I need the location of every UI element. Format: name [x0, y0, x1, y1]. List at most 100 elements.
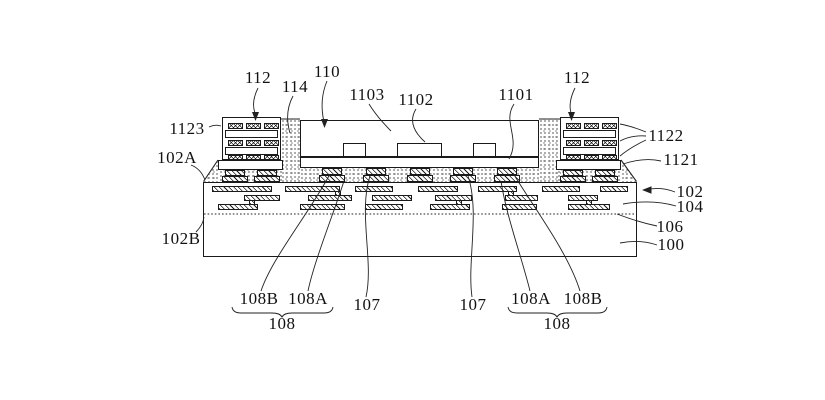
- underfill-left-fillet: [203, 160, 218, 182]
- left-stack-layer: [225, 147, 278, 155]
- bump-lower-bar: [450, 175, 476, 182]
- trace-bar: [212, 186, 272, 192]
- right-stack-electrode: [602, 155, 617, 160]
- trace-bar: [218, 204, 258, 210]
- right-stack-electrode: [584, 123, 599, 129]
- ref-label-112-left: 112: [244, 68, 272, 87]
- ref-label-104: 104: [676, 197, 704, 216]
- trace-bar: [502, 204, 537, 210]
- ref-label-100: 100: [657, 235, 685, 254]
- ref-label-1103: 1103: [349, 85, 385, 104]
- underfill-between-die-and-right-stack: [539, 119, 561, 182]
- left-stack-electrode: [264, 123, 279, 129]
- die-device: [397, 143, 442, 157]
- left-stack-electrode: [246, 140, 261, 146]
- ref-label-102b: 102B: [161, 229, 201, 248]
- ref-label-1121: 1121: [663, 150, 699, 169]
- leader-112-left: [253, 87, 259, 114]
- bump-upper-bar: [410, 168, 430, 175]
- arrowhead-102: [642, 186, 652, 194]
- die-device: [473, 143, 496, 157]
- ref-label-108-left: 108: [268, 314, 296, 333]
- ref-label-114: 114: [281, 77, 309, 96]
- die-interconnect-layer: [300, 157, 539, 168]
- bump-lower-bar: [319, 175, 345, 182]
- trace-bar: [568, 195, 598, 201]
- ref-label-1101: 1101: [498, 85, 534, 104]
- bump-lower-bar: [363, 175, 389, 182]
- right-stack-electrode: [584, 155, 599, 160]
- trace-bar: [308, 195, 352, 201]
- leader-110: [321, 80, 328, 123]
- left-stack-electrode: [228, 123, 243, 129]
- via: [508, 191, 514, 196]
- left-stack-electrode: [228, 155, 243, 160]
- ref-label-112-right: 112: [563, 68, 591, 87]
- left-stack-base-plate: [218, 160, 283, 170]
- ref-label-108b-left: 108B: [239, 289, 279, 308]
- ref-label-108a-left: 108A: [288, 289, 328, 308]
- ref-label-102a: 102A: [157, 148, 197, 167]
- bump-upper-bar: [453, 168, 473, 175]
- bump-lower-bar: [560, 176, 586, 182]
- left-stack-layer: [225, 130, 278, 138]
- right-stack-electrode: [584, 140, 599, 146]
- right-stack-electrode: [566, 123, 581, 129]
- right-stack-electrode: [602, 140, 617, 146]
- right-stack-electrode: [602, 123, 617, 129]
- bump-upper-bar: [322, 168, 342, 175]
- substrate-body: [203, 182, 637, 257]
- trace-bar: [430, 204, 470, 210]
- die-device: [343, 143, 366, 157]
- bump-upper-bar: [366, 168, 386, 175]
- left-stack-electrode: [264, 140, 279, 146]
- leader-1123: [208, 124, 222, 128]
- trace-bar: [542, 186, 580, 192]
- ref-label-110: 110: [313, 62, 341, 81]
- right-stack-electrode: [566, 140, 581, 146]
- ref-label-107-left: 107: [353, 295, 381, 314]
- left-stack-electrode: [228, 140, 243, 146]
- ref-label-1123: 1123: [169, 119, 205, 138]
- left-stack-electrode: [246, 155, 261, 160]
- leader-1121: [622, 159, 662, 165]
- trace-bar: [418, 186, 458, 192]
- underfill-between-left-stack-and-die: [281, 119, 300, 182]
- trace-bar: [285, 186, 340, 192]
- bump-upper-bar: [497, 168, 517, 175]
- via: [249, 200, 255, 205]
- trace-bar: [300, 204, 345, 210]
- ref-label-106: 106: [656, 217, 684, 236]
- ref-label-108a-right: 108A: [511, 289, 551, 308]
- leader-112-right: [569, 87, 576, 114]
- ref-label-107-right: 107: [459, 295, 487, 314]
- bump-lower-bar: [407, 175, 433, 182]
- ref-label-1102: 1102: [398, 90, 434, 109]
- ref-label-108b-right: 108B: [563, 289, 603, 308]
- right-stack-layer: [563, 147, 616, 155]
- right-stack-base-plate: [556, 160, 621, 170]
- via: [586, 200, 592, 205]
- bump-upper-bar: [225, 170, 245, 176]
- via: [456, 200, 462, 205]
- right-stack-layer: [563, 130, 616, 138]
- ref-label-108-right: 108: [543, 314, 571, 333]
- ref-label-1122: 1122: [648, 126, 684, 145]
- bump-lower-bar: [494, 175, 520, 182]
- ref-label-102: 102: [676, 182, 704, 201]
- left-stack-electrode: [264, 155, 279, 160]
- left-stack-electrode: [246, 123, 261, 129]
- via: [335, 191, 341, 196]
- trace-bar: [372, 195, 412, 201]
- bump-lower-bar: [222, 176, 248, 182]
- trace-bar: [435, 195, 472, 201]
- leader-102: [645, 187, 676, 193]
- leader-1122-c: [619, 139, 647, 157]
- leader-1122-b: [619, 135, 647, 142]
- right-stack-electrode: [566, 155, 581, 160]
- underfill-right-fillet: [621, 160, 637, 182]
- trace-bar: [355, 186, 393, 192]
- trace-bar: [365, 204, 403, 210]
- bump-upper-bar: [595, 170, 615, 176]
